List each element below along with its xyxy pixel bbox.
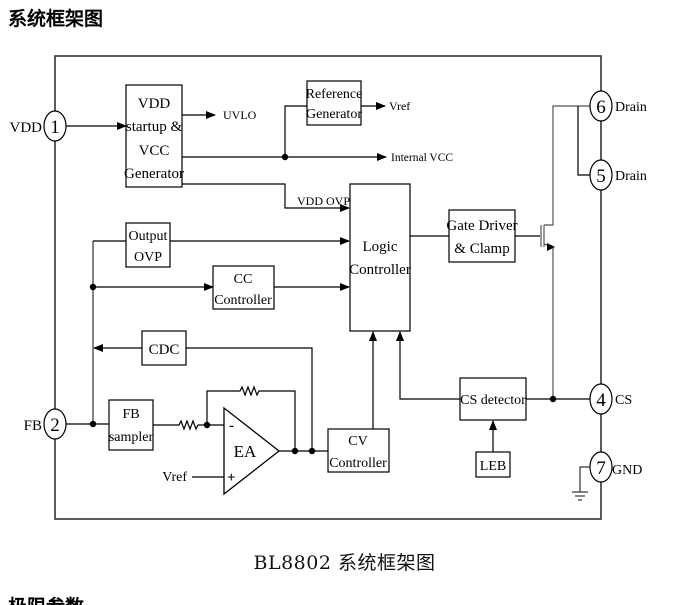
cdc-block: CDC (141, 330, 187, 366)
internal-vcc-label: Internal VCC (391, 152, 453, 164)
junction-dot (308, 447, 316, 455)
vdd-ovp-label: VDD OVP (297, 194, 350, 208)
svg-text:CDC: CDC (149, 342, 180, 358)
svg-text:FB: FB (24, 418, 42, 434)
svg-text:VCC: VCC (139, 143, 170, 159)
svg-text:sampler: sampler (109, 430, 154, 445)
resistor-icon (153, 419, 224, 431)
svg-text:LEB: LEB (480, 459, 506, 474)
uvlo-label: UVLO (223, 108, 257, 122)
error-amplifier: EA - + (223, 406, 281, 496)
svg-text:+: + (227, 470, 236, 486)
svg-text:7: 7 (596, 458, 606, 479)
svg-text:CV: CV (348, 434, 367, 449)
vref-input-label: Vref (162, 470, 187, 485)
svg-text:Drain: Drain (615, 169, 647, 184)
section-heading: 系统框架图 (8, 8, 104, 30)
pin-6-drain: 6 Drain (589, 90, 647, 122)
junction-dot (89, 420, 97, 428)
figure-caption: BL8802 系统框架图 (253, 552, 436, 574)
svg-text:Output: Output (129, 229, 168, 244)
svg-text:CS detector: CS detector (460, 393, 526, 408)
svg-text:Gate Driver: Gate Driver (446, 218, 517, 234)
gate-driver-clamp-block: Gate Driver & Clamp (446, 209, 518, 263)
svg-text:startup &: startup & (126, 119, 183, 135)
junction-dot (549, 395, 557, 403)
svg-text:Drain: Drain (615, 100, 647, 115)
svg-text:Reference: Reference (306, 87, 363, 102)
svg-text:Generator: Generator (124, 166, 184, 182)
output-ovp-block: Output OVP (125, 222, 171, 268)
svg-text:Generator: Generator (306, 107, 362, 122)
svg-text:CC: CC (234, 272, 253, 287)
cs-detector-block: CS detector (459, 377, 527, 421)
svg-text:FB: FB (122, 407, 139, 422)
svg-text:-: - (229, 418, 234, 434)
svg-text:4: 4 (596, 390, 606, 411)
svg-text:VDD: VDD (138, 96, 171, 112)
mosfet-symbol (540, 105, 590, 400)
svg-text:CS: CS (615, 393, 632, 408)
pin-1-vdd: 1 VDD (10, 110, 67, 142)
pin-4-cs: 4 CS (589, 383, 632, 415)
resistor-icon (206, 385, 296, 451)
vref-output-label: Vref (389, 99, 410, 113)
svg-text:Logic: Logic (363, 239, 398, 255)
svg-text:Controller: Controller (329, 456, 387, 471)
cv-controller-block: CV Controller (327, 428, 390, 473)
leb-block: LEB (475, 451, 511, 478)
cc-controller-block: CC Controller (212, 265, 275, 310)
svg-text:2: 2 (50, 415, 60, 436)
logic-controller-block: Logic Controller (349, 183, 411, 332)
chip-outline (54, 55, 602, 520)
pin-number: 1 (50, 117, 60, 138)
svg-text:OVP: OVP (134, 250, 162, 265)
pin-2-fb: 2 FB (24, 408, 67, 440)
svg-text:6: 6 (596, 97, 606, 118)
svg-text:Controller: Controller (214, 293, 272, 308)
ground-icon (572, 466, 590, 501)
reference-generator-block: Reference Generator (306, 80, 363, 126)
fb-sampler-block: FB sampler (108, 399, 154, 451)
svg-text:Controller: Controller (349, 262, 411, 278)
svg-text:& Clamp: & Clamp (454, 241, 509, 257)
next-section-heading-clipped: 极限参数 (8, 596, 84, 605)
vdd-startup-vcc-generator-block: VDD startup & VCC Generator (124, 84, 184, 188)
svg-text:EA: EA (234, 442, 257, 461)
svg-text:5: 5 (596, 166, 606, 187)
pin-5-drain: 5 Drain (589, 159, 647, 191)
junction-dot (291, 447, 299, 455)
pin-label: VDD (10, 120, 43, 136)
svg-text:GND: GND (612, 463, 642, 478)
pin-7-gnd: 7 GND (589, 451, 642, 483)
